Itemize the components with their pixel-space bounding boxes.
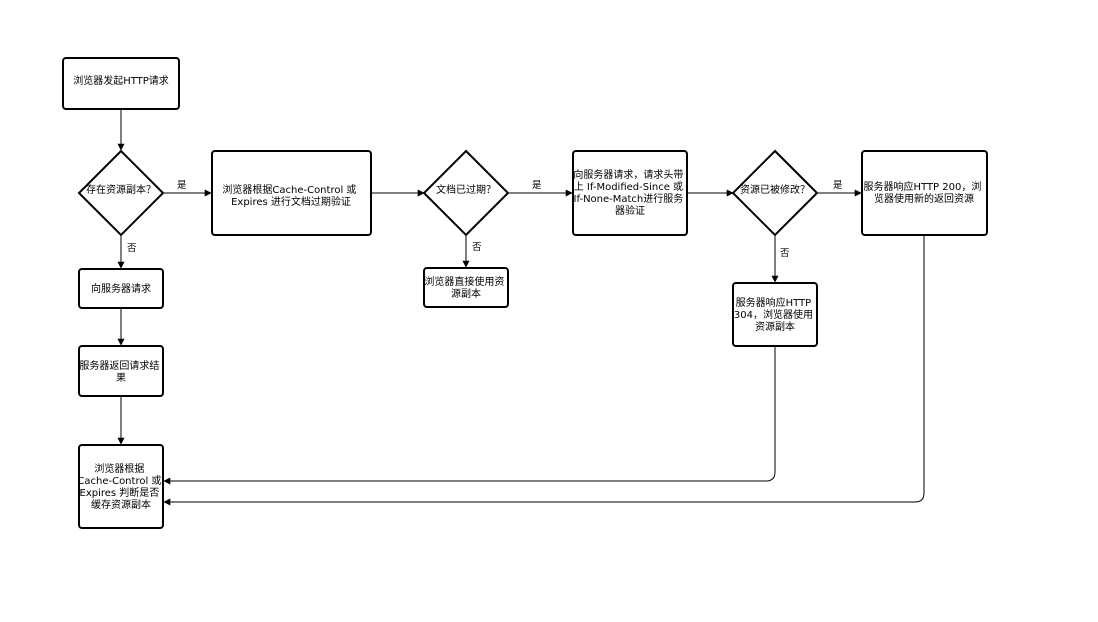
node-decide-cache-label: 浏览器根据 Cache-Control 或 Expires 判断是否 缓存资源副… — [77, 462, 164, 511]
edge-label-expired-yes: 是 — [532, 180, 542, 191]
node-use-copy: 浏览器直接使用资 源副本 — [423, 267, 509, 308]
node-check-expiry: 浏览器根据Cache-Control 或 Expires 进行文档过期验证 — [211, 150, 372, 236]
node-start-line-1: 浏览器发起HTTP请求 — [73, 74, 169, 87]
node-decide-cache-line-2: Cache-Control 或 — [77, 475, 161, 487]
node-revalidate-label: 向服务器请求，请求头带 上 If-Modified-Since 或 If-Non… — [573, 168, 686, 217]
node-modified-label: 资源已被修改？ — [740, 183, 810, 196]
edge-label-has-copy-no: 否 — [127, 243, 137, 254]
edge-resp-304-to-decide-cache — [163, 346, 776, 485]
node-request-server-line-1: 向服务器请求 — [91, 282, 151, 295]
node-start: 浏览器发起HTTP请求 — [62, 57, 180, 110]
node-use-copy-label: 浏览器直接使用资 源副本 — [424, 275, 507, 300]
node-server-return-line-2: 果 — [116, 372, 126, 384]
node-resp-200-label: 服务器响应HTTP 200，浏 览器使用新的返回资源 — [863, 180, 984, 205]
node-resp-200-line-2: 览器使用新的返回资源 — [874, 192, 974, 205]
node-expired-label: 文档已过期？ — [436, 183, 496, 196]
node-request-server: 向服务器请求 — [78, 268, 164, 309]
node-decide-cache: 浏览器根据 Cache-Control 或 Expires 判断是否 缓存资源副… — [77, 444, 164, 529]
node-resp-304-label: 服务器响应HTTP 304，浏览器使用 资源副本 — [734, 296, 816, 333]
node-server-return: 服务器返回请求结 果 — [78, 345, 164, 397]
edge-label-expired-no: 否 — [472, 242, 482, 253]
node-use-copy-line-2: 源副本 — [451, 287, 481, 300]
node-has-copy-label: 存在资源副本？ — [86, 183, 156, 196]
node-use-copy-line-1: 浏览器直接使用资 — [424, 275, 504, 288]
node-revalidate-line-4: 器验证 — [615, 204, 645, 217]
node-resp-200: 服务器响应HTTP 200，浏 览器使用新的返回资源 — [861, 150, 988, 236]
node-check-expiry-label: 浏览器根据Cache-Control 或 Expires 进行文档过期验证 — [222, 183, 359, 208]
node-request-server-label: 向服务器请求 — [91, 282, 151, 295]
node-decide-cache-line-3: Expires 判断是否 — [80, 486, 160, 499]
node-server-return-label: 服务器返回请求结 果 — [79, 359, 162, 384]
node-start-label: 浏览器发起HTTP请求 — [73, 74, 169, 87]
edge-labels: 是 否 是 否 是 否 — [127, 180, 843, 259]
node-revalidate-line-1: 向服务器请求，请求头带 — [573, 168, 683, 181]
node-resp-304-line-3: 资源副本 — [755, 320, 795, 333]
node-expired: 文档已过期？ — [422, 149, 510, 237]
node-resp-304-line-1: 服务器响应HTTP — [736, 296, 812, 309]
node-modified-line-1: 资源已被修改？ — [740, 183, 810, 196]
node-server-return-line-1: 服务器返回请求结 — [79, 359, 159, 372]
node-resp-200-line-1: 服务器响应HTTP 200，浏 — [863, 180, 981, 193]
node-has-copy-line-1: 存在资源副本？ — [86, 183, 156, 196]
node-resp-304: 服务器响应HTTP 304，浏览器使用 资源副本 — [732, 282, 818, 347]
node-revalidate: 向服务器请求，请求头带 上 If-Modified-Since 或 If-Non… — [572, 150, 688, 236]
node-decide-cache-line-4: 缓存资源副本 — [91, 498, 151, 511]
node-check-expiry-line-2: Expires 进行文档过期验证 — [231, 195, 351, 208]
edge-label-has-copy-yes: 是 — [177, 180, 187, 191]
edge-label-modified-yes: 是 — [833, 180, 843, 191]
edge-resp-200-to-decide-cache — [163, 235, 925, 506]
node-has-copy: 存在资源副本？ — [77, 149, 165, 237]
node-expired-line-1: 文档已过期？ — [436, 183, 496, 196]
node-modified: 资源已被修改？ — [731, 149, 819, 237]
node-revalidate-line-3: If-None-Match进行服务 — [574, 192, 684, 205]
edges — [117, 109, 925, 506]
node-decide-cache-line-1: 浏览器根据 — [94, 462, 144, 475]
node-revalidate-line-2: 上 If-Modified-Since 或 — [574, 181, 683, 193]
edge-label-modified-no: 否 — [780, 248, 790, 259]
node-resp-304-line-2: 304，浏览器使用 — [734, 308, 813, 321]
node-check-expiry-line-1: 浏览器根据Cache-Control 或 — [222, 183, 356, 196]
